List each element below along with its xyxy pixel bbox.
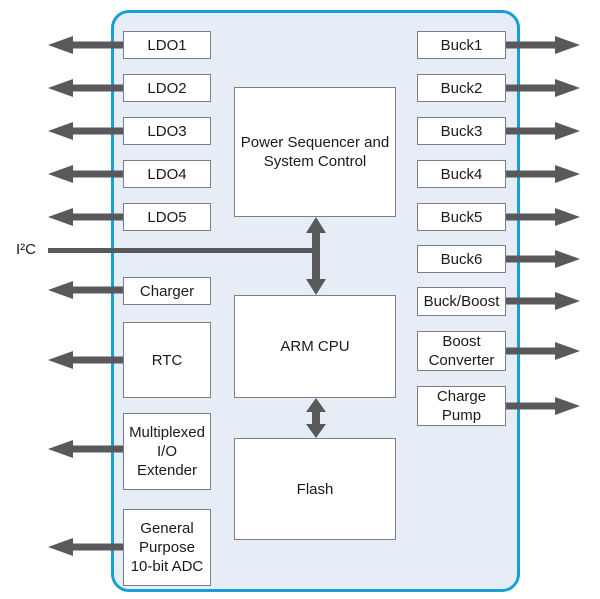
buck4-right-arrow-icon <box>505 165 580 183</box>
block-label: RTC <box>151 351 183 369</box>
ldo5-left-arrow-icon <box>48 208 123 226</box>
block-label: Flash <box>296 480 334 498</box>
block-buck3: Buck3 <box>417 117 506 145</box>
block-label: LDO2 <box>147 79 187 97</box>
buck5-right-arrow-icon <box>505 208 580 226</box>
block-label: LDO5 <box>147 208 187 226</box>
sequencer-cpu-bidirectional-arrow-icon <box>306 217 326 295</box>
buck6-right-arrow-icon <box>505 250 580 268</box>
block-label: General Purpose 10-bit ADC <box>130 520 204 575</box>
block-charge-pump: Charge Pump <box>417 386 506 426</box>
block-buck6: Buck6 <box>417 245 506 273</box>
buck2-right-arrow-icon <box>505 79 580 97</box>
block-ldo3: LDO3 <box>123 117 211 145</box>
block-label: LDO1 <box>147 36 187 54</box>
block-label: Power Sequencer and System Control <box>240 134 390 170</box>
rtc-left-arrow-icon <box>48 351 123 369</box>
block-charger: Charger <box>123 277 211 305</box>
block-buck4: Buck4 <box>417 160 506 188</box>
block-buck2: Buck2 <box>417 74 506 102</box>
buck1-right-arrow-icon <box>505 36 580 54</box>
charge-pump-right-arrow-icon <box>505 397 580 415</box>
boost-converter-right-arrow-icon <box>505 342 580 360</box>
block-label: Buck6 <box>440 250 483 268</box>
block-ldo5: LDO5 <box>123 203 211 231</box>
block-label: LDO3 <box>147 122 187 140</box>
adc-left-arrow-icon <box>48 538 123 556</box>
block-label: Multiplexed I/O Extender <box>129 424 205 479</box>
block-flash: Flash <box>234 438 396 540</box>
block-ldo1: LDO1 <box>123 31 211 59</box>
block-label: Buck2 <box>440 79 483 97</box>
ldo3-left-arrow-icon <box>48 122 123 140</box>
i2c-bus-line <box>48 248 320 253</box>
ldo2-left-arrow-icon <box>48 79 123 97</box>
block-label: Boost Converter <box>428 333 495 369</box>
block-ldo4: LDO4 <box>123 160 211 188</box>
block-arm-cpu: ARM CPU <box>234 295 396 398</box>
charger-left-arrow-icon <box>48 281 123 299</box>
buck-boost-right-arrow-icon <box>505 292 580 310</box>
io-extender-left-arrow-icon <box>48 440 123 458</box>
block-label: Charge Pump <box>436 388 487 424</box>
block-label: Buck3 <box>440 122 483 140</box>
block-buck-boost: Buck/Boost <box>417 287 506 316</box>
block-buck5: Buck5 <box>417 203 506 231</box>
block-buck1: Buck1 <box>417 31 506 59</box>
block-rtc: RTC <box>123 322 211 398</box>
block-label: Buck/Boost <box>423 293 500 310</box>
block-label: Buck4 <box>440 165 483 183</box>
block-label: Buck5 <box>440 208 483 226</box>
cpu-flash-bidirectional-arrow-icon <box>306 398 326 438</box>
block-ldo2: LDO2 <box>123 74 211 102</box>
block-label: Buck1 <box>440 36 483 54</box>
block-label: LDO4 <box>147 165 187 183</box>
block-general-purpose-adc: General Purpose 10-bit ADC <box>123 509 211 586</box>
buck3-right-arrow-icon <box>505 122 580 140</box>
block-multiplexed-io-extender: Multiplexed I/O Extender <box>123 413 211 490</box>
block-boost-converter: Boost Converter <box>417 331 506 371</box>
ldo1-left-arrow-icon <box>48 36 123 54</box>
block-power-sequencer: Power Sequencer and System Control <box>234 87 396 217</box>
ldo4-left-arrow-icon <box>48 165 123 183</box>
block-label: Charger <box>139 282 195 300</box>
block-label: ARM CPU <box>280 338 350 355</box>
i2c-bus-label: I²C <box>16 241 36 258</box>
